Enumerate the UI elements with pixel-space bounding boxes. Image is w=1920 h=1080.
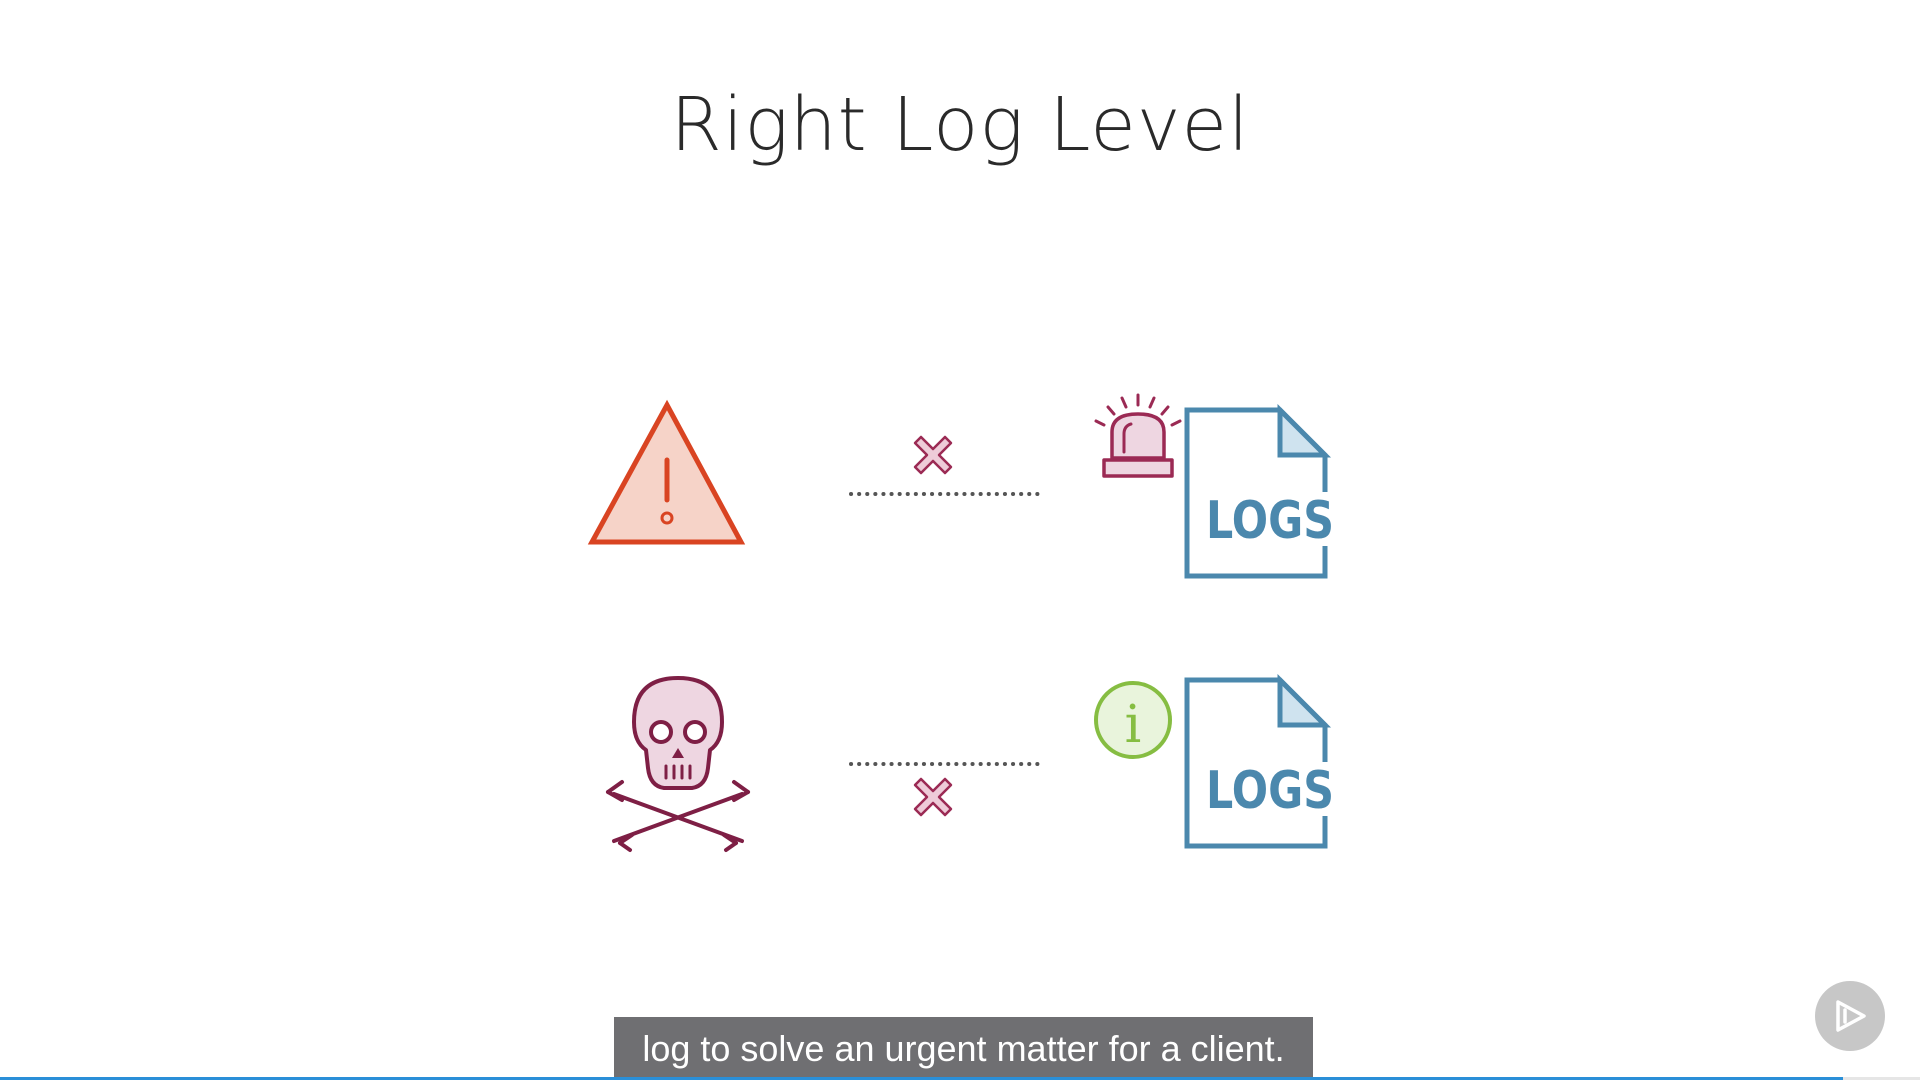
info-icon: i [1094,681,1172,759]
logs-label: LOGS [1206,491,1334,551]
next-button[interactable] [1815,981,1885,1051]
progress-bar[interactable] [0,1077,1920,1080]
progress-fill [0,1077,1844,1080]
info-glyph: i [1125,695,1142,755]
caption-text: log to solve an urgent matter for a clie… [642,1027,1285,1069]
subtitle-caption: log to solve an urgent matter for a clie… [614,1017,1313,1080]
play-next-icon [1836,1000,1866,1032]
logs-label: LOGS [1206,761,1334,821]
x-mark-icon [913,777,953,817]
logs-document-icon: LOGS [1184,673,1342,849]
slide-title: Right Log Level [670,82,1250,168]
warning-triangle-icon [587,399,746,545]
logs-document-icon: LOGS [1184,403,1342,579]
siren-alarm-icon [1094,393,1182,478]
skull-crossbones-icon [606,676,750,852]
x-mark-icon [913,435,953,475]
